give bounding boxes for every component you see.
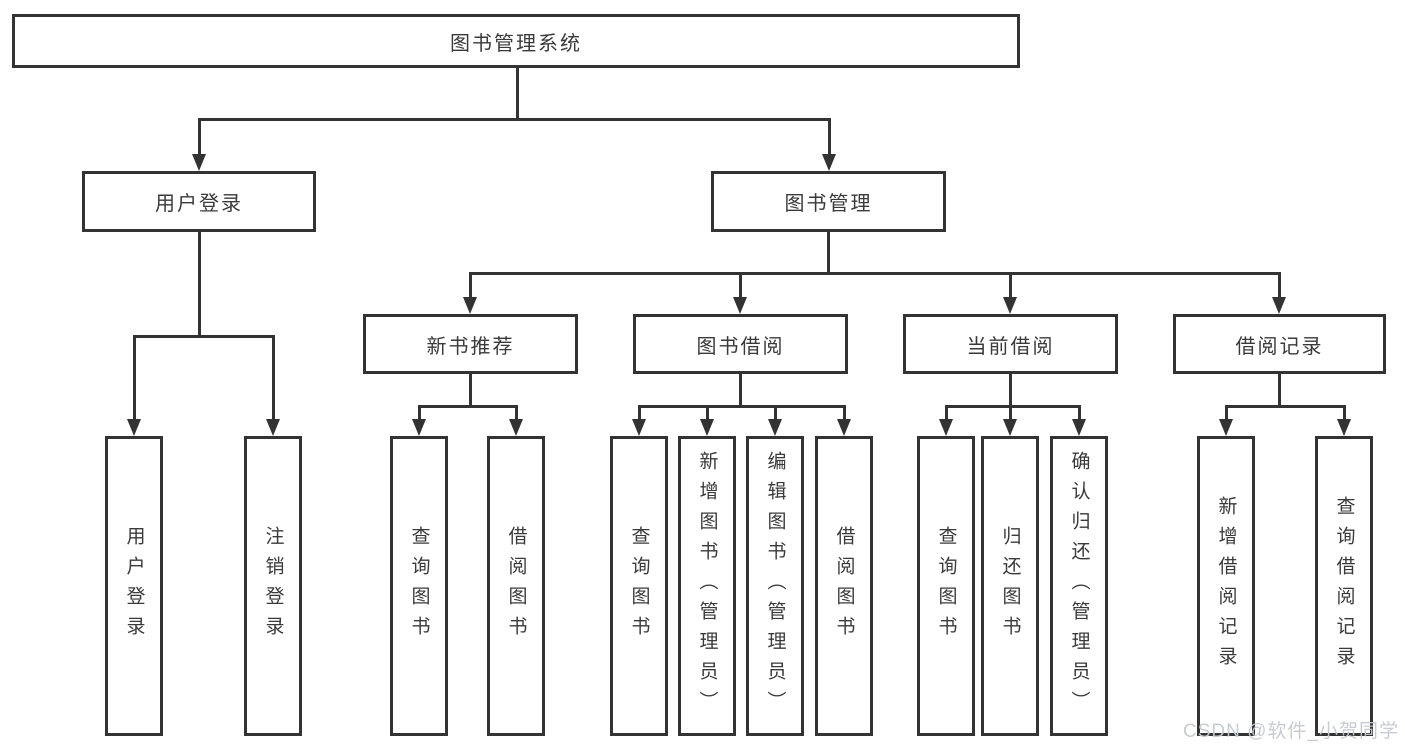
connector-line: [843, 405, 846, 421]
node-library-management-system: 图书管理系统: [12, 14, 1020, 68]
arrow-down-icon: [1337, 419, 1351, 436]
arrow-down-icon: [1219, 419, 1233, 436]
leaf-label: 注销登录: [262, 526, 284, 646]
arrow-down-icon: [463, 297, 477, 314]
arrow-down-icon: [632, 419, 646, 436]
leaf-label: 新增借阅记录: [1215, 496, 1237, 676]
connector-line: [739, 272, 742, 298]
node-current-borrowing: 当前借阅: [903, 314, 1118, 374]
leaf-add-books-admin: 新增图书（管理员）: [678, 436, 736, 736]
leaf-label: 借阅图书: [505, 526, 527, 646]
leaf-logout: 注销登录: [244, 436, 302, 736]
arrow-down-icon: [1072, 419, 1086, 436]
connector-line: [945, 405, 1081, 408]
leaf-label: 查询借阅记录: [1333, 496, 1355, 676]
connector-line: [418, 405, 518, 408]
arrow-down-icon: [1272, 297, 1286, 314]
arrow-down-icon: [509, 419, 523, 436]
connector-line: [133, 335, 136, 420]
connector-line: [418, 405, 421, 421]
node-book-borrowing: 图书借阅: [633, 314, 848, 374]
connector-line: [828, 118, 831, 155]
leaf-borrow-books: 借阅图书: [815, 436, 873, 736]
connector-line: [827, 232, 830, 275]
connector-line: [133, 335, 275, 338]
node-borrowing-records: 借阅记录: [1173, 314, 1386, 374]
connector-line: [1009, 405, 1012, 421]
leaf-borrow-books-recommend: 借阅图书: [487, 436, 545, 736]
arrow-down-icon: [768, 419, 782, 436]
connector-line: [706, 405, 709, 421]
arrow-down-icon: [192, 154, 206, 171]
leaf-query-books-borrowing: 查询图书: [610, 436, 668, 736]
connector-line: [1278, 272, 1281, 298]
leaf-label: 借阅图书: [833, 526, 855, 646]
leaf-add-borrow-record: 新增借阅记录: [1197, 436, 1255, 736]
connector-line: [1009, 374, 1012, 408]
connector-line: [1343, 405, 1346, 421]
connector-line: [638, 405, 846, 408]
leaf-label: 查询图书: [935, 526, 957, 646]
node-user-login: 用户登录: [82, 171, 316, 232]
arrow-down-icon: [837, 419, 851, 436]
connector-line: [1009, 272, 1012, 298]
leaf-label: 确认归还（管理员）: [1068, 451, 1090, 721]
node-book-management: 图书管理: [711, 171, 946, 232]
arrow-down-icon: [127, 419, 141, 436]
connector-line: [1278, 374, 1281, 408]
leaf-label: 查询图书: [408, 526, 430, 646]
arrow-down-icon: [1003, 419, 1017, 436]
leaf-label: 编辑图书（管理员）: [764, 451, 786, 721]
csdn-watermark: CSDN @软件_小贺同学: [1183, 721, 1399, 742]
connector-line: [1225, 405, 1228, 421]
leaf-label: 用户登录: [123, 526, 145, 646]
connector-line: [739, 374, 742, 408]
leaf-label: 归还图书: [999, 526, 1021, 646]
connector-line: [1225, 405, 1346, 408]
connector-line: [638, 405, 641, 421]
arrow-down-icon: [266, 419, 280, 436]
leaf-confirm-return-admin: 确认归还（管理员）: [1050, 436, 1108, 736]
connector-line: [198, 118, 201, 155]
connector-line: [515, 405, 518, 421]
connector-line: [469, 272, 1281, 275]
arrow-down-icon: [733, 297, 747, 314]
connector-line: [198, 118, 830, 121]
leaf-user-login: 用户登录: [105, 436, 163, 736]
arrow-down-icon: [939, 419, 953, 436]
connector-line: [272, 335, 275, 420]
leaf-query-books-recommend: 查询图书: [390, 436, 448, 736]
connector-line: [774, 405, 777, 421]
leaf-edit-books-admin: 编辑图书（管理员）: [746, 436, 804, 736]
node-new-book-recommendation: 新书推荐: [363, 314, 578, 374]
leaf-label: 新增图书（管理员）: [696, 451, 718, 721]
arrow-down-icon: [1003, 297, 1017, 314]
leaf-label: 查询图书: [628, 526, 650, 646]
connector-line: [945, 405, 948, 421]
arrow-down-icon: [700, 419, 714, 436]
leaf-return-books: 归还图书: [981, 436, 1039, 736]
arrow-down-icon: [412, 419, 426, 436]
leaf-query-books-current: 查询图书: [917, 436, 975, 736]
connector-line: [469, 272, 472, 298]
connector-line: [198, 232, 201, 338]
leaf-query-borrow-record: 查询借阅记录: [1315, 436, 1373, 736]
arrow-down-icon: [822, 154, 836, 171]
connector-line: [1078, 405, 1081, 421]
connector-line: [469, 374, 472, 408]
connector-line: [516, 68, 519, 120]
